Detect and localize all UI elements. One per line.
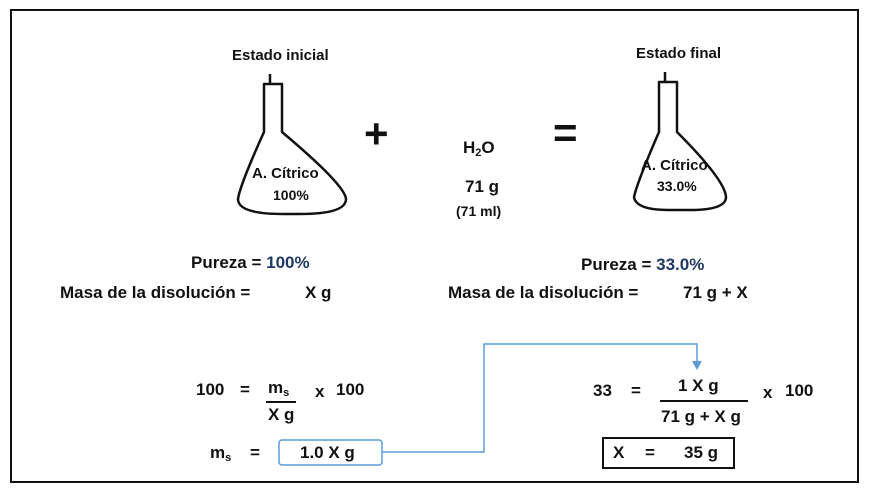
final-mass-value: 71 g + X (683, 283, 748, 302)
right-eq-factor: 100 (785, 381, 814, 400)
right-eq-times: x (763, 383, 773, 402)
final-mass-label: Masa de la disolución = (448, 283, 639, 302)
flask-initial-icon (236, 74, 348, 216)
final-title: Estado final (636, 45, 722, 62)
left-eq-times: x (315, 382, 325, 401)
initial-purity: Pureza = 100% (191, 253, 310, 272)
right-eq-denominator: 71 g + X g (661, 407, 741, 426)
ms-equals: = (250, 443, 260, 462)
right-eq-lhs: 33 (593, 381, 612, 400)
answer-variable: X (613, 443, 625, 462)
ms-result-box (278, 439, 383, 466)
left-eq-factor: 100 (336, 380, 365, 399)
final-purity: Pureza = 33.0% (581, 255, 705, 274)
left-eq-equals: = (240, 380, 250, 399)
connector-arrow (382, 343, 698, 453)
initial-mass-label: Masa de la disolución = (60, 283, 251, 302)
final-flask-percent: 33.0% (657, 178, 697, 194)
left-eq-numerator: ms (268, 378, 290, 399)
left-eq-denominator: X g (268, 405, 295, 424)
water-volume: (71 ml) (456, 203, 502, 219)
left-fraction-bar (266, 401, 296, 403)
ms-result: 1.0 X g (300, 443, 355, 462)
flask-final-icon (632, 72, 728, 212)
answer-equals: = (645, 443, 655, 462)
right-eq-numerator: 1 X g (678, 376, 719, 395)
connector-arrowhead-icon (692, 361, 702, 370)
ms-symbol: ms (210, 443, 232, 464)
left-eq-lhs: 100 (196, 380, 225, 399)
answer-value: 35 g (684, 443, 719, 462)
right-fraction-bar (660, 400, 748, 402)
plus-operator: + (364, 110, 389, 157)
initial-flask-label: A. Cítrico (252, 165, 319, 182)
water-mass: 71 g (465, 177, 500, 196)
water-formula: H2O (463, 138, 495, 159)
diagram-frame (10, 9, 859, 483)
initial-title: Estado inicial (232, 47, 329, 64)
final-flask-label: A. Cítrico (641, 157, 708, 174)
initial-mass-value: X g (305, 283, 332, 302)
equals-operator: = (553, 109, 578, 156)
initial-flask-percent: 100% (273, 187, 309, 203)
right-eq-equals: = (631, 381, 641, 400)
answer-box (602, 437, 735, 469)
